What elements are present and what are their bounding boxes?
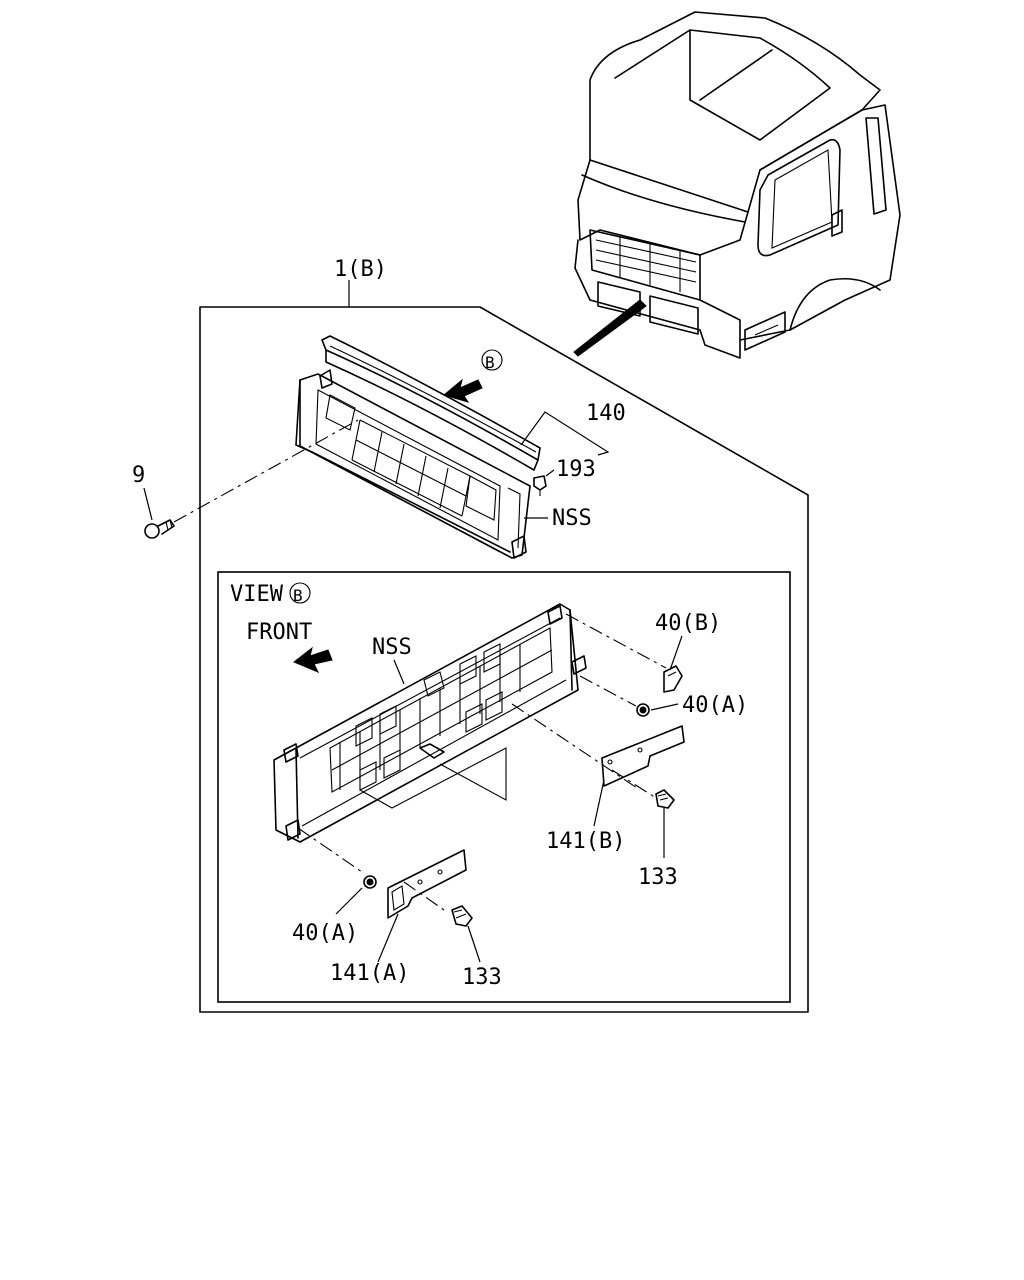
view-label: VIEW [230, 582, 284, 607]
callout-193: 193 [533, 457, 596, 496]
view-letter-circle [289, 582, 311, 604]
callout-140: 140 [520, 401, 626, 456]
label-40b: 40(B) [655, 611, 721, 636]
view-b-panel: VIEW B FRONT NSS [217, 571, 791, 1003]
label-140: 140 [586, 401, 626, 426]
truck-cab-illustration [573, 11, 901, 359]
label-133-right: 133 [638, 865, 678, 890]
front-arrow [293, 646, 333, 673]
label-nss-top: NSS [552, 506, 592, 531]
label-9: 9 [132, 463, 145, 488]
label-193: 193 [556, 457, 596, 482]
label-141b: 141(B) [546, 829, 625, 854]
label-nss-view: NSS [372, 635, 412, 660]
grille-assembly-top [295, 335, 541, 559]
arrow-letter-circle [481, 349, 503, 371]
label-40a-right: 40(A) [682, 693, 748, 718]
label-141a: 141(A) [330, 961, 409, 986]
assembly-outline: 1(B) [199, 257, 809, 1013]
label-40a-left: 40(A) [292, 921, 358, 946]
label-assembly-1b: 1(B) [334, 257, 387, 282]
label-133-left: 133 [462, 965, 502, 990]
callout-nss-top: NSS [524, 506, 592, 531]
arrow-letter: B [485, 353, 495, 372]
view-letter: B [293, 586, 303, 605]
label-front: FRONT [246, 620, 312, 645]
view-direction-arrow: B [442, 349, 503, 403]
callout-9: 9 [132, 419, 359, 539]
